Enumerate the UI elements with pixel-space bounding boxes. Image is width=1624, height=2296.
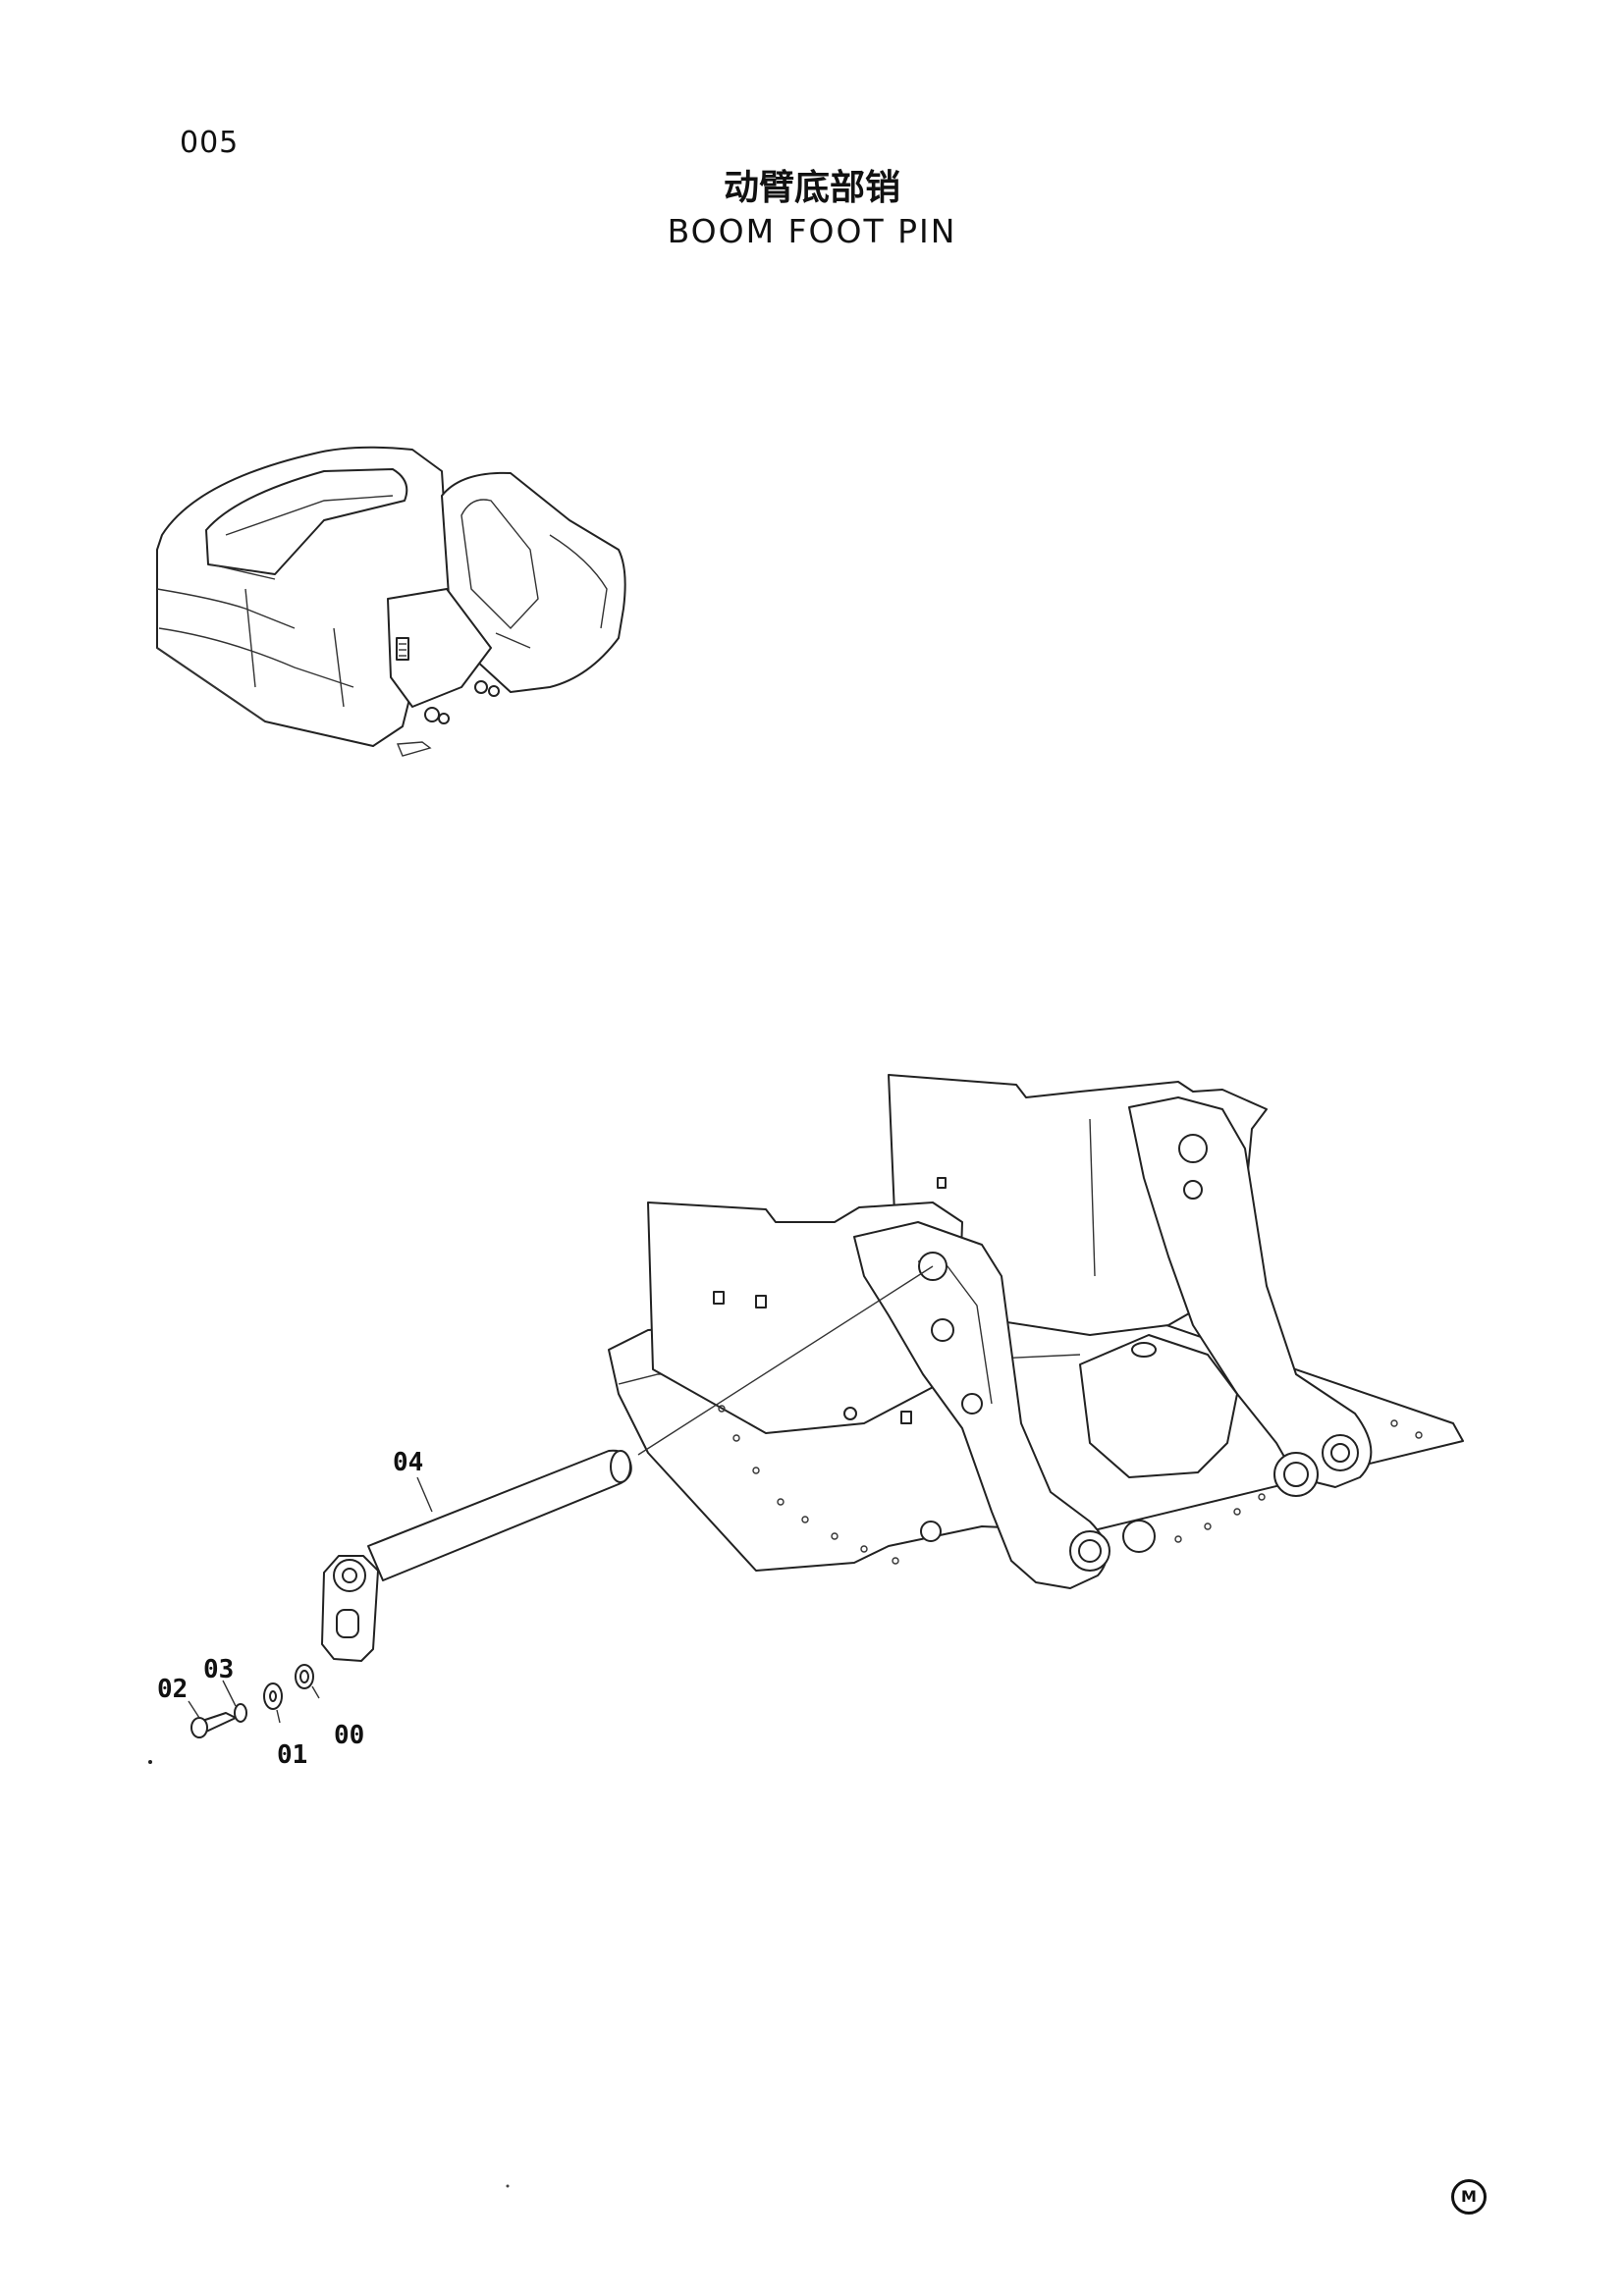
callout-04: 04 — [393, 1448, 424, 1477]
title-chinese: 动臂底部销 — [723, 168, 900, 208]
callout-01: 01 — [277, 1740, 308, 1770]
boom-foot-pin-illustration — [188, 1449, 632, 1738]
callout-00: 00 — [334, 1721, 365, 1750]
excavator-overview-illustration — [156, 446, 626, 757]
callout-02: 02 — [157, 1675, 189, 1704]
title-english: BOOM FOOT PIN — [667, 212, 957, 250]
page-code: 005 — [180, 126, 240, 160]
upper-frame-illustration — [608, 1074, 1464, 1589]
stray-dot — [148, 1760, 152, 1764]
corner-mark: M — [1451, 2179, 1487, 2215]
callout-03: 03 — [203, 1655, 235, 1684]
stray-dot — [506, 2184, 510, 2188]
